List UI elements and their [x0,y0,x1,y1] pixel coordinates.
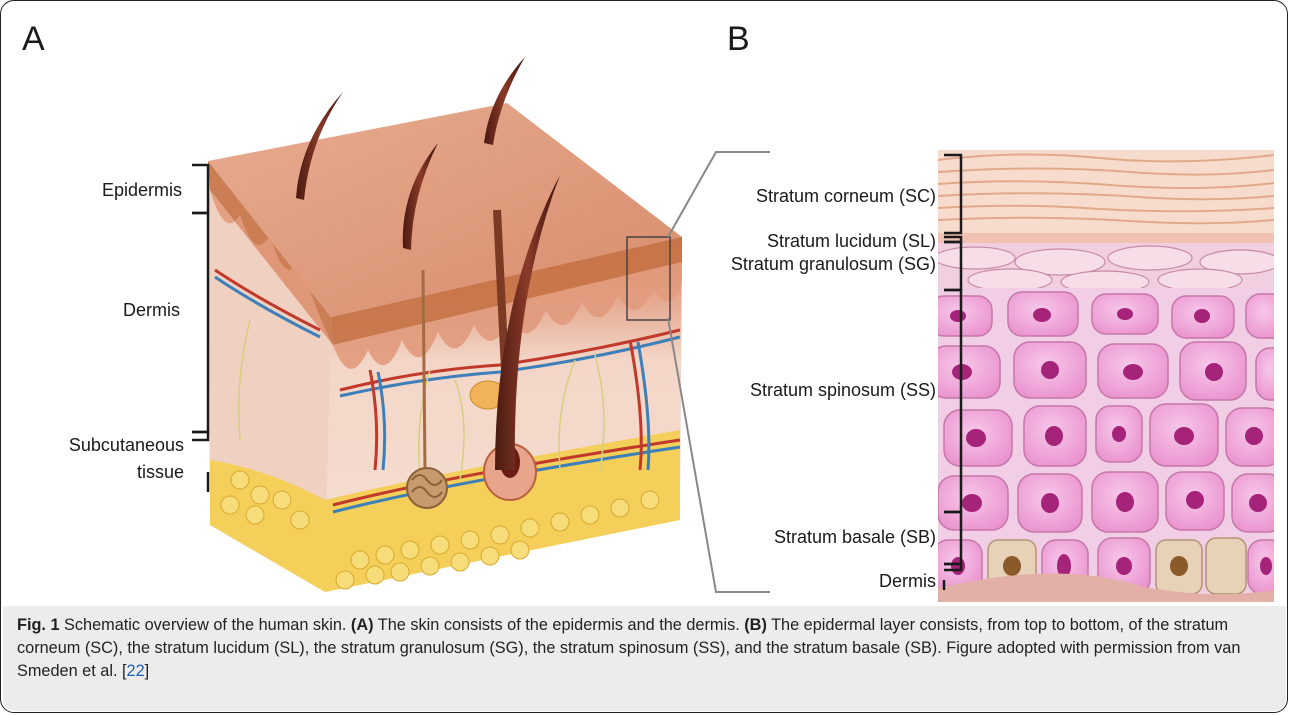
label-subcutaneous: Subcutaneous [20,435,184,456]
zoom-connectors [668,152,770,592]
stratum-lucidum-layer [938,233,1274,243]
label-dermis-b: Dermis [760,571,936,592]
label-stratum-spinosum: Stratum spinosum (SS) [660,380,936,401]
epidermis-layers [930,150,1286,602]
caption-text-2: The skin consists of the epidermis and t… [374,616,745,634]
panel-a-brackets [192,165,208,492]
caption-text-4: ] [145,662,150,680]
caption-panel-b: (B) [744,616,767,634]
caption-panel-a: (A) [351,616,374,634]
label-stratum-lucidum: Stratum lucidum (SL) [660,231,936,252]
reference-link[interactable]: 22 [127,662,145,680]
label-tissue: tissue [20,462,184,483]
label-dermis: Dermis [52,300,180,321]
label-stratum-corneum: Stratum corneum (SC) [660,186,936,207]
caption-text-1: Schematic overview of the human skin. [60,616,351,634]
caption-fig-label: Fig. 1 [17,616,60,634]
sweat-gland [407,468,447,508]
label-stratum-basale: Stratum basale (SB) [660,527,936,548]
label-epidermis: Epidermis [52,180,182,201]
label-stratum-granulosum: Stratum granulosum (SG) [660,254,936,275]
skin-block [208,57,682,592]
figure-caption: Fig. 1 Schematic overview of the human s… [17,614,1272,683]
